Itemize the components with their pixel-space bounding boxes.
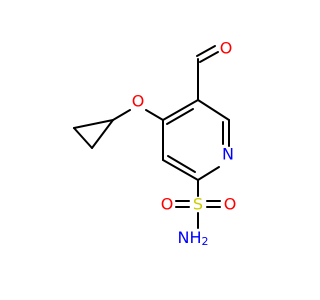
- atom-labels: O O N S O O NH2: [132, 39, 237, 248]
- bond-cp-1: [73, 119, 114, 129]
- chemical-structure: O O N S O O NH2: [0, 0, 300, 300]
- bond-cp-2: [73, 127, 93, 149]
- atom-o-sulfonyl-left: O: [161, 195, 174, 214]
- atom-n-amide-label: NH: [178, 228, 202, 247]
- bond-c3-c2-inner: [167, 155, 196, 173]
- atom-n-ring: N: [222, 145, 234, 164]
- atom-o-sulfonyl-right: O: [224, 195, 237, 214]
- background: [0, 0, 300, 300]
- bond-c5-c4-inner: [166, 108, 194, 125]
- bond-c3-c2: [162, 159, 199, 181]
- bond-c6-c5: [197, 99, 230, 121]
- bond-c4-oether: [145, 109, 164, 121]
- bond-c2-n: [197, 166, 220, 181]
- atom-o-formyl: O: [220, 39, 233, 58]
- bond-formyl-co-2: [196, 45, 216, 57]
- bond-oether-cp: [112, 109, 131, 121]
- bond-formyl-co-1: [199, 51, 219, 63]
- atom-s: S: [193, 195, 203, 214]
- bonds: [73, 45, 230, 229]
- bond-cp-3: [91, 119, 114, 149]
- atom-o-ether: O: [132, 92, 145, 111]
- bond-c5-c4: [162, 99, 199, 121]
- atom-n-amide: NH2: [178, 228, 209, 248]
- atom-n-amide-subscript: 2: [202, 235, 209, 248]
